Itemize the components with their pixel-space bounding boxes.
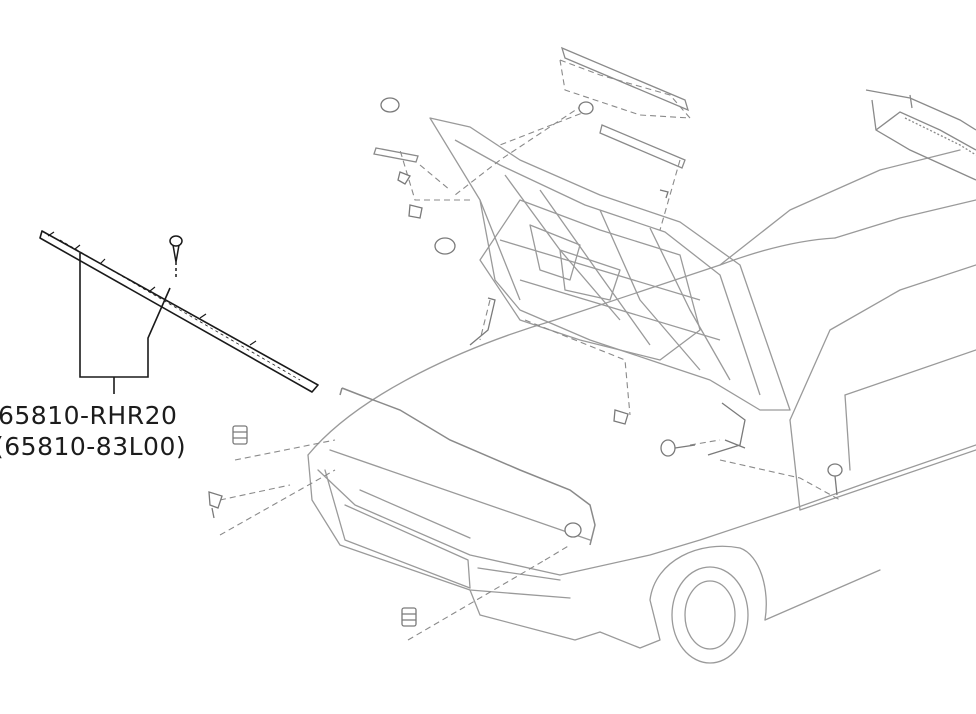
alt-part-number-label: (65810-83L00) bbox=[0, 432, 187, 461]
cowl-grille bbox=[865, 89, 976, 181]
clip-highlight bbox=[169, 235, 183, 280]
leader-lines bbox=[219, 59, 841, 641]
hood-panel bbox=[429, 117, 791, 411]
hood-cable bbox=[339, 387, 596, 546]
callout-bracket bbox=[79, 253, 171, 394]
fasteners bbox=[208, 97, 843, 627]
part-number-label: 65810-RHR20 bbox=[0, 401, 178, 430]
highlighted-hood-seal bbox=[39, 230, 319, 393]
car-body bbox=[307, 149, 976, 664]
hood-seal-upper bbox=[373, 46, 690, 169]
